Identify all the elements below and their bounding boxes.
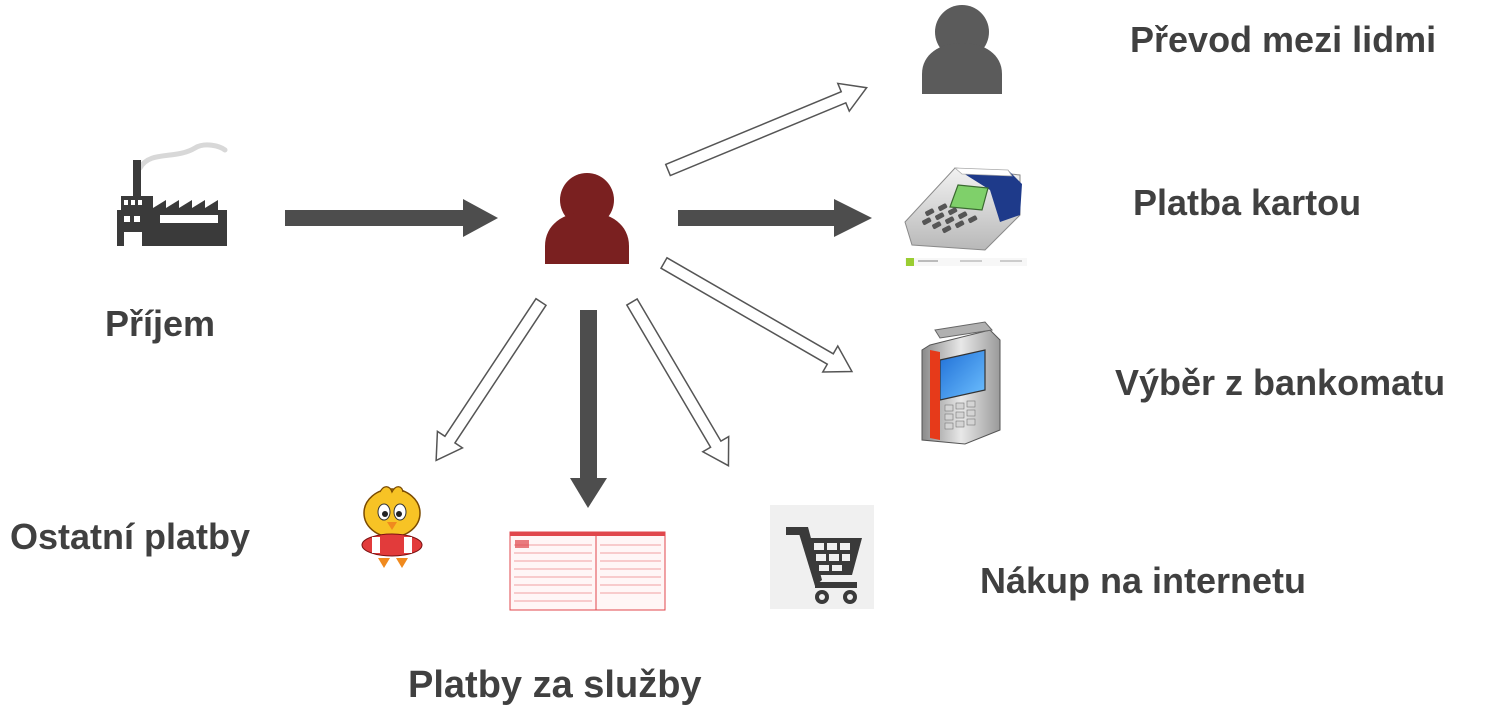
chick-lifebuoy-icon <box>361 486 423 568</box>
factory-icon <box>117 142 228 246</box>
arrow-person-to-online <box>625 297 730 467</box>
card-terminal-icon <box>904 167 1027 266</box>
payment-slip-icon <box>509 531 666 611</box>
p2p-label: Převod mezi lidmi <box>1130 19 1437 60</box>
arrow-person-to-card <box>678 199 872 237</box>
arrow-person-to-atm <box>659 256 854 373</box>
atm-icon <box>921 321 1001 445</box>
other-label: Ostatní platby <box>10 516 251 557</box>
p2p-user-icon <box>922 5 1002 94</box>
arrow-person-to-services <box>570 310 607 508</box>
arrow-income-to-person <box>285 199 498 237</box>
user-icon <box>545 173 629 264</box>
shopping-cart-icon <box>770 505 874 609</box>
card-label: Platba kartou <box>1133 182 1362 223</box>
income-label: Příjem <box>105 303 216 344</box>
arrow-person-to-other <box>435 297 548 462</box>
online-label: Nákup na internetu <box>980 560 1307 601</box>
atm-label: Výběr z bankomatu <box>1115 362 1446 403</box>
services-label: Platby za služby <box>408 664 702 706</box>
arrow-person-to-p2p <box>664 82 868 177</box>
